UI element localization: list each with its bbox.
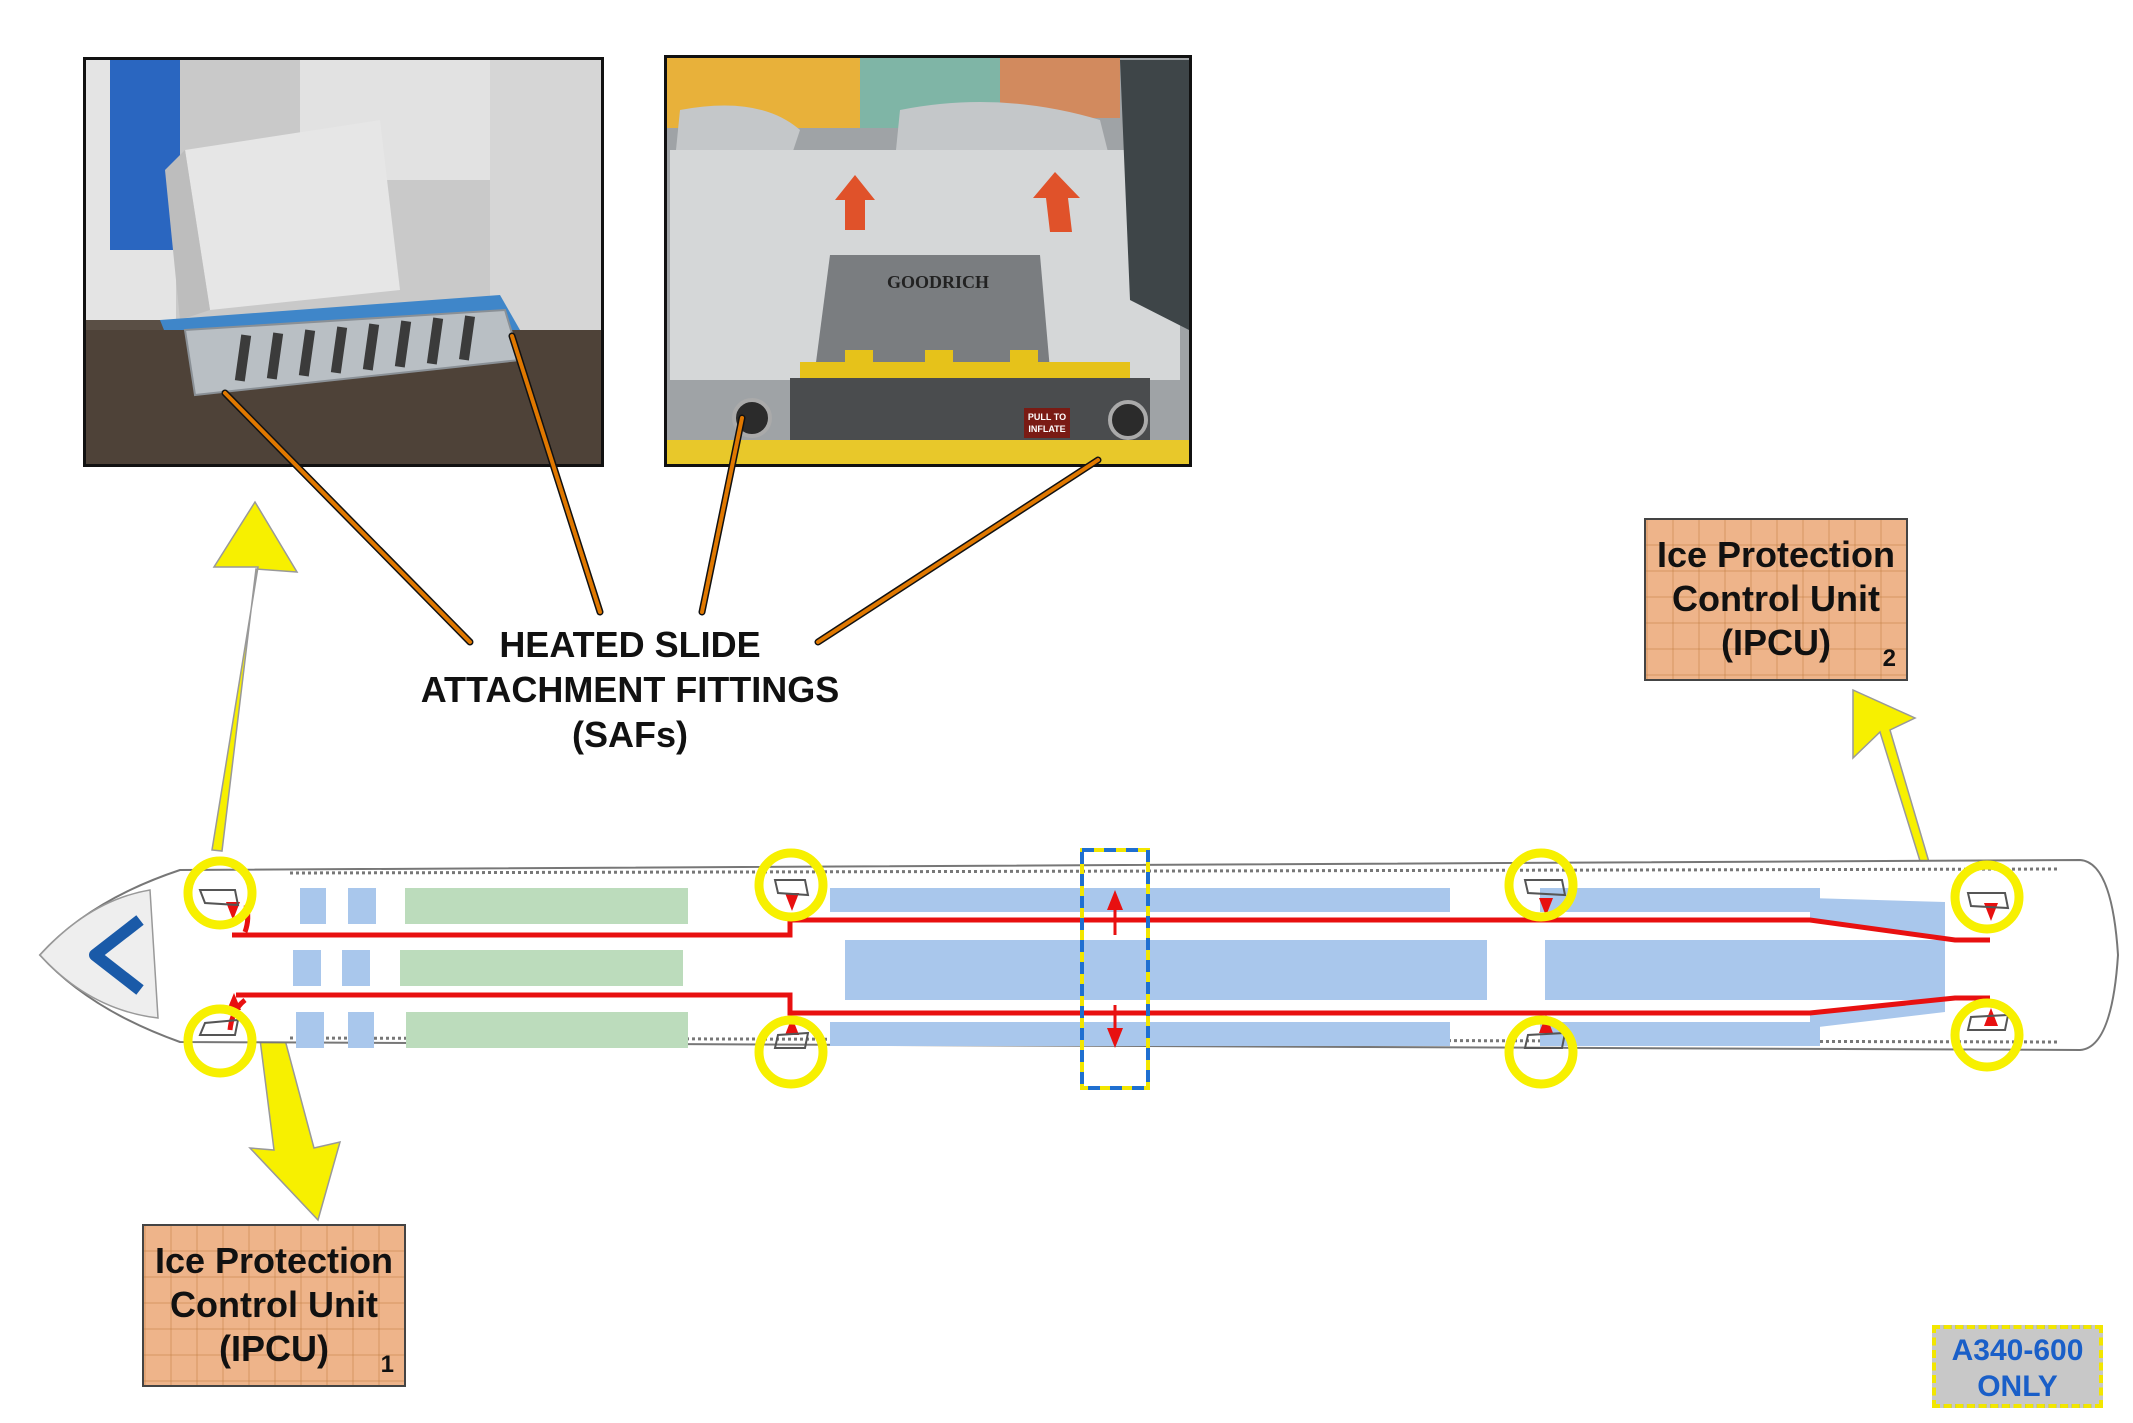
ipcu-1-number: 1 [380, 1351, 394, 1378]
ipcu-2-number: 2 [1882, 645, 1896, 672]
ipcu-2-line3: (IPCU) [1721, 622, 1831, 663]
ipcu-2-line2: Control Unit [1672, 578, 1880, 619]
saf-circle-fwd-left [183, 856, 257, 930]
cockpit-windshield [89, 915, 144, 995]
saf-circle-aft-right [1950, 998, 2024, 1072]
saf-circle-door3-right [1504, 1015, 1578, 1089]
photo-right-frame [664, 55, 1192, 467]
saf-circle-fwd-right [183, 1004, 257, 1078]
saf-circle-door2-left [754, 848, 828, 922]
saf-leader-lines [221, 332, 1102, 646]
pull-tag-line1: PULL TO [1028, 412, 1066, 422]
pull-tag-line2: INFLATE [1028, 424, 1065, 434]
ipcu-1-box: Ice Protection Control Unit (IPCU) 1 [142, 1224, 406, 1387]
arrow-to-left-photo [211, 500, 299, 852]
badge-line2: ONLY [1977, 1370, 2058, 1403]
saf-label-line1: HEATED SLIDE [499, 624, 761, 665]
ipcu-1-line2: Control Unit [170, 1284, 378, 1325]
saf-circle-door3-left [1504, 848, 1578, 922]
a340-600-zone [1080, 848, 1150, 1090]
saf-label-line2: ATTACHMENT FITTINGS [420, 669, 840, 710]
saf-highlight-circles [183, 848, 2024, 1089]
photo-right-slide-pack: GOODRICH PULL TO INFLATE [667, 58, 1189, 464]
ipcu-2-box: Ice Protection Control Unit (IPCU) 2 [1644, 518, 1908, 681]
photo-left-saf-fitting [86, 60, 601, 464]
badge-line1: A340-600 [1951, 1334, 2084, 1367]
ipcu-2-line1: Ice Protection [1656, 534, 1896, 575]
a340-600-only-badge: A340-600 ONLY [1932, 1325, 2103, 1408]
photo-left-frame [83, 57, 604, 467]
saf-label: HEATED SLIDE ATTACHMENT FITTINGS (SAFs) [370, 622, 890, 757]
ipcu-1-line1: Ice Protection [154, 1240, 394, 1281]
ipcu-1-line3: (IPCU) [219, 1328, 329, 1369]
cabin-zones [293, 888, 1945, 1048]
saf-label-line3: (SAFs) [572, 714, 688, 755]
saf-circle-aft-left [1950, 860, 2024, 934]
photo-brand-text: GOODRICH [887, 272, 989, 292]
saf-circle-door2-right [754, 1015, 828, 1089]
